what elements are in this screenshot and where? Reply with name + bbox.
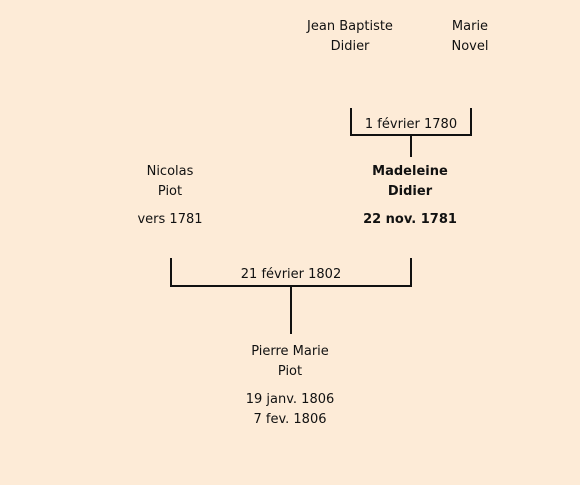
person-nicolas-piot[interactable]: Nicolas Piot vers 1781: [120, 162, 220, 230]
person-name-line1: Madeleine: [372, 164, 448, 179]
person-death-date: 7 fev. 1806: [253, 412, 327, 427]
person-name-line2: Novel: [451, 39, 489, 54]
person-name-line1: Marie: [451, 19, 489, 34]
person-name-line1: Nicolas: [146, 164, 194, 179]
person-name-line1: Pierre Marie: [251, 344, 329, 359]
person-birth-date: vers 1781: [137, 212, 203, 227]
person-name-line2: Piot: [277, 364, 303, 379]
person-pierre-marie-piot[interactable]: Pierre Marie Piot 19 janv. 1806 7 fev. 1…: [220, 342, 360, 430]
person-madeleine-didier[interactable]: Madeleine Didier 22 nov. 1781: [350, 162, 470, 230]
person-birth-date: 22 nov. 1781: [363, 212, 457, 227]
person-name-line2: Didier: [387, 184, 433, 199]
parents-marriage-date: 21 février 1802: [240, 267, 342, 282]
grandparents-marriage-date: 1 février 1780: [364, 117, 458, 132]
person-jean-baptiste-didier[interactable]: Jean Baptiste Didier: [290, 17, 410, 57]
person-name-line2: Piot: [157, 184, 183, 199]
person-name-line1: Jean Baptiste: [307, 19, 393, 34]
person-name-line2: Didier: [330, 39, 370, 54]
person-marie-novel[interactable]: Marie Novel: [430, 17, 510, 57]
person-birth-date: 19 janv. 1806: [245, 392, 335, 407]
